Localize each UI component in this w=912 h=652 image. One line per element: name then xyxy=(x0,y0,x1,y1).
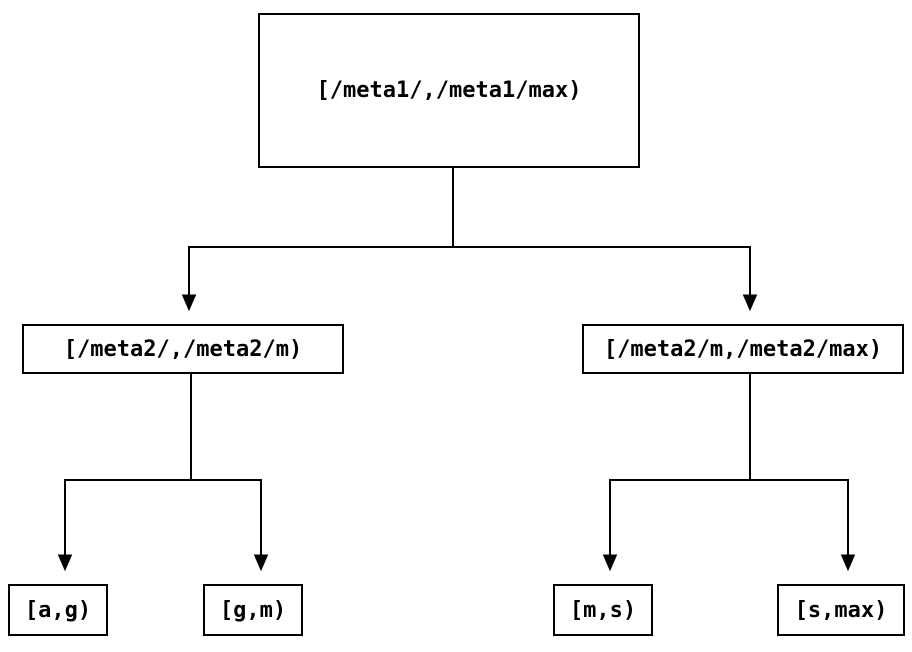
arrowhead-right-subtree xyxy=(742,294,758,312)
node-leaf-ms-label: [m,s) xyxy=(569,597,637,623)
arrowhead-leaf-smax xyxy=(840,554,856,572)
arrowhead-leaf-ms xyxy=(602,554,618,572)
node-left-range: [/meta2/,/meta2/m) xyxy=(22,324,344,374)
node-leaf-ms: [m,s) xyxy=(553,584,653,636)
node-leaf-gm-label: [g,m) xyxy=(219,597,287,623)
node-root-range: [/meta1/,/meta1/max) xyxy=(258,13,640,168)
node-leaf-gm: [g,m) xyxy=(203,584,303,636)
node-root-label: [/meta1/,/meta1/max) xyxy=(316,78,582,103)
arrowhead-leaf-ag xyxy=(57,554,73,572)
node-leaf-ag-label: [a,g) xyxy=(24,597,92,623)
arrowhead-leaf-gm xyxy=(253,554,269,572)
node-right-range: [/meta2/m,/meta2/max) xyxy=(582,324,904,374)
node-leaf-ag: [a,g) xyxy=(8,584,108,636)
node-leaf-smax-label: [s,max) xyxy=(794,597,888,623)
arrowhead-left-subtree xyxy=(181,294,197,312)
node-left-label: [/meta2/,/meta2/m) xyxy=(63,336,303,362)
node-right-label: [/meta2/m,/meta2/max) xyxy=(603,336,883,362)
node-leaf-smax: [s,max) xyxy=(777,584,905,636)
